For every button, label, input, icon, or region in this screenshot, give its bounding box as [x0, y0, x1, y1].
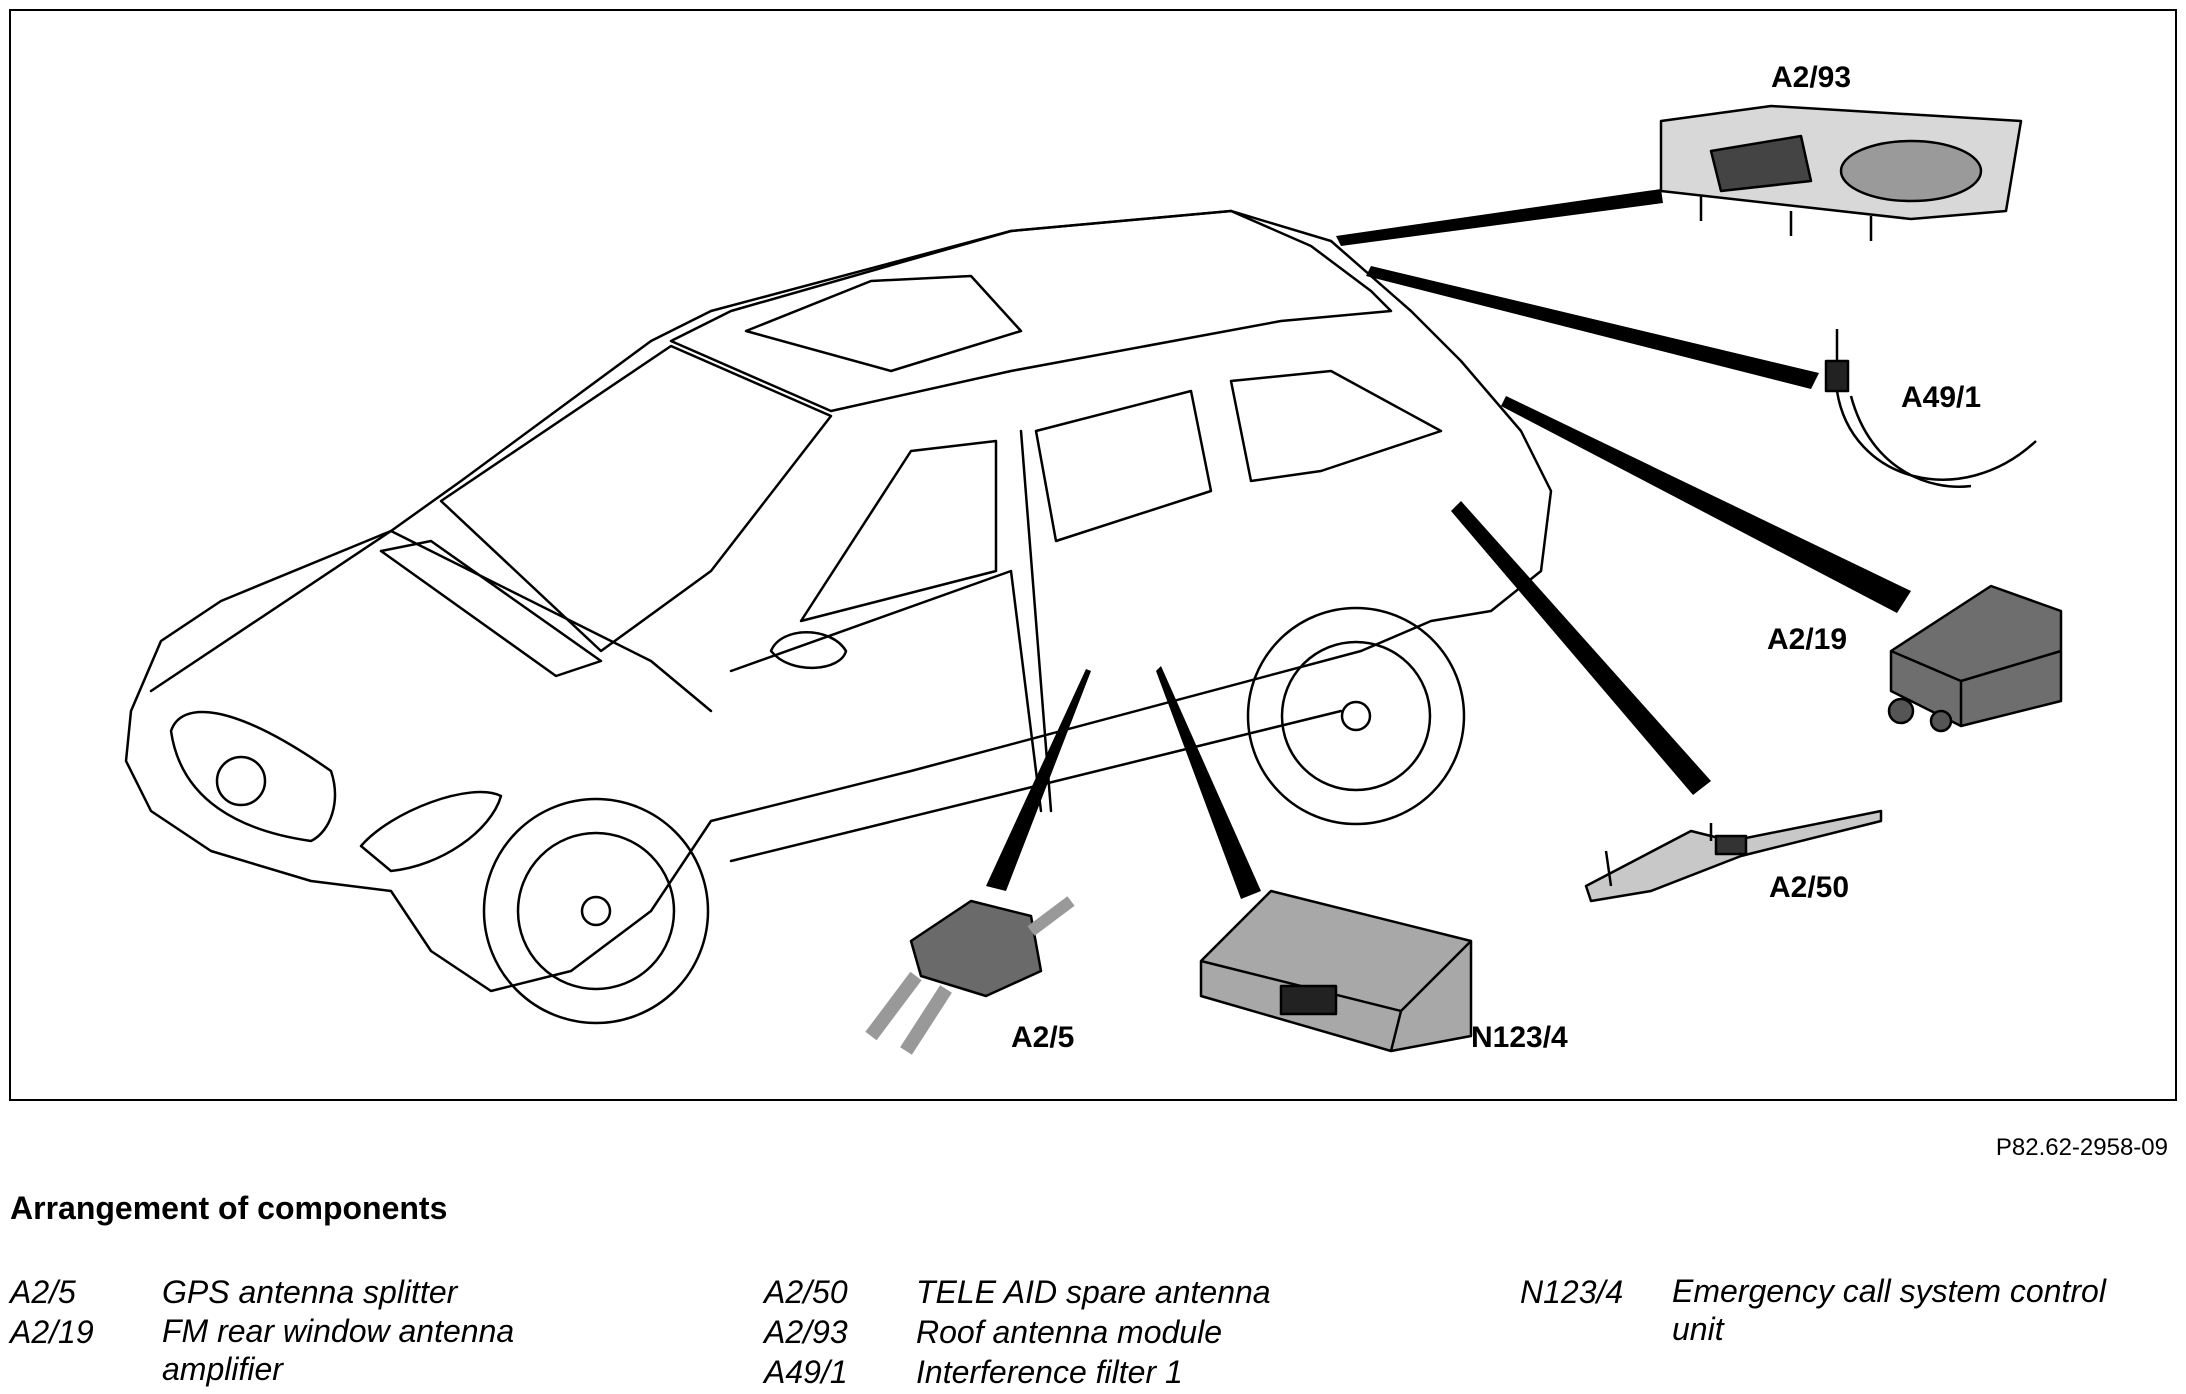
emergency-call-control-unit — [1199, 889, 1473, 1053]
legend-column-3: N123/4 Emergency call system control uni… — [1520, 1272, 2170, 1348]
legend-code: N123/4 — [1520, 1274, 1624, 1310]
rear-door-window — [1034, 389, 1213, 543]
hood-line — [149, 529, 713, 713]
figure-reference: P82.62-2958-09 — [1995, 1134, 2168, 1161]
headlight — [359, 790, 503, 873]
car-body-outline — [124, 209, 1553, 993]
leader-a2-93 — [1336, 189, 1663, 246]
sunroof — [744, 274, 1023, 373]
legend-description: Roof antenna module — [916, 1314, 1222, 1350]
legend-column-2: A2/50 TELE AID spare antenna A2/93 Roof … — [764, 1272, 1404, 1392]
windshield — [439, 344, 833, 653]
rear-wheel — [1246, 606, 1466, 826]
car-roof — [669, 209, 1393, 413]
roof-antenna-module — [1659, 104, 2023, 241]
front-door-line — [729, 569, 1043, 813]
legend-description: FM rear window antenna amplifier — [162, 1313, 515, 1387]
tele-aid-spare-antenna — [1584, 809, 1883, 903]
legend-row: A2/50 TELE AID spare antenna — [764, 1272, 1404, 1312]
legend-row: A2/93 Roof antenna module — [764, 1312, 1404, 1352]
legend-description: TELE AID spare antenna — [916, 1274, 1271, 1310]
callout-a2-50: A2/50 — [1769, 871, 1850, 904]
callout-n123-4: N123/4 — [1471, 1021, 1568, 1054]
legend-code: A2/50 — [764, 1274, 848, 1310]
hood-vent — [379, 539, 603, 678]
legend-code: A2/5 — [10, 1274, 76, 1310]
callout-a49-1: A49/1 — [1901, 381, 1982, 414]
callout-a2-19: A2/19 — [1767, 623, 1848, 656]
vehicle-illustration — [124, 104, 2063, 1055]
side-mirror — [769, 631, 848, 670]
leader-a2-50 — [1451, 501, 1711, 795]
legend-row: A2/5 GPS antenna splitter — [10, 1272, 650, 1312]
mercedes-star — [215, 755, 267, 807]
fm-amplifier — [1887, 584, 2063, 733]
rear-door-line — [1019, 429, 1053, 813]
front-door-window — [799, 439, 998, 623]
callout-a2-5: A2/5 — [1011, 1021, 1075, 1054]
front-wheel — [482, 797, 710, 1025]
gps-antenna-splitter — [865, 896, 1075, 1055]
legend-code: A2/93 — [764, 1314, 848, 1350]
leader-n123-4 — [1156, 666, 1261, 899]
legend-row: A49/1 Interference filter 1 — [764, 1352, 1404, 1392]
legend-column-1: A2/5 GPS antenna splitter A2/19 FM rear … — [10, 1272, 650, 1388]
grille — [169, 710, 337, 843]
diagram-frame: A2/93 A49/1 A2/19 A2/50 N123/4 A2/5 — [9, 9, 2177, 1101]
rear-quarter-window — [1229, 369, 1443, 483]
leader-a2-19 — [1501, 396, 1911, 613]
leader-a2-5 — [986, 669, 1091, 891]
legend-row: N123/4 Emergency call system control uni… — [1520, 1272, 2170, 1348]
legend-description: GPS antenna splitter — [162, 1274, 458, 1310]
legend-description: Interference filter 1 — [916, 1354, 1183, 1390]
legend-row: A2/19 FM rear window antenna amplifier — [10, 1312, 650, 1388]
section-heading: Arrangement of components — [10, 1190, 448, 1226]
legend-code: A2/19 — [10, 1314, 94, 1350]
leader-a49-1 — [1366, 266, 1819, 389]
legend-code: A49/1 — [764, 1354, 848, 1390]
callout-a2-93: A2/93 — [1771, 61, 1852, 94]
interference-filter — [1824, 329, 2037, 488]
legend-description: Emergency call system control unit — [1672, 1273, 2106, 1347]
